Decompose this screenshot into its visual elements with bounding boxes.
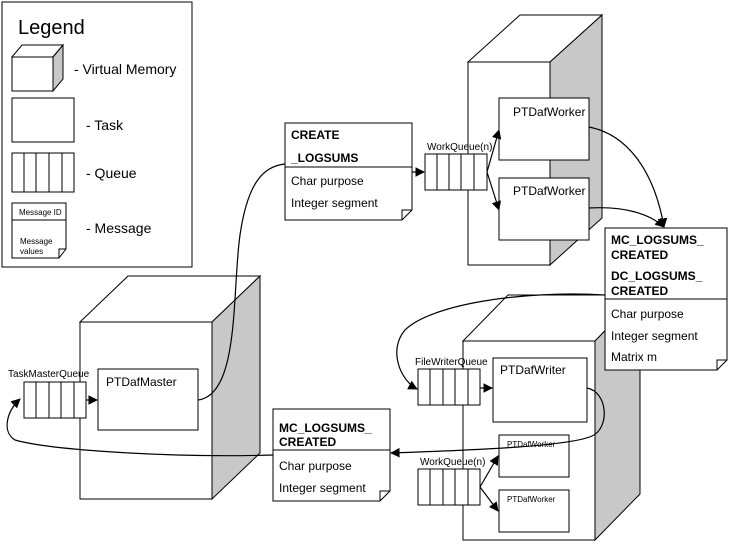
message-created-right-field-2: Integer segment	[611, 329, 698, 343]
arrow-workqueue-to-small-worker-1	[479, 455, 499, 488]
queue-task-master	[23, 381, 87, 419]
message-create-title-2: _LOGSUMS	[290, 151, 358, 165]
message-created-bottom-field-1: Char purpose	[279, 459, 352, 473]
curve-worker-1-to-created	[588, 126, 668, 228]
arrow-workqueue-to-small-worker-2	[479, 486, 499, 512]
queue-work-top	[424, 153, 488, 191]
legend-title: Legend	[18, 17, 85, 39]
task-worker-small-1	[498, 434, 570, 478]
message-create-logsums	[284, 122, 413, 221]
legend-virtual-memory-label: - Virtual Memory	[74, 61, 176, 77]
legend-message-label: - Message	[86, 220, 152, 236]
task-master	[97, 368, 199, 431]
curve-master-to-create-message	[197, 163, 286, 401]
task-master-label: PTDafMaster	[106, 375, 177, 389]
message-created-right-field-1: Char purpose	[611, 307, 684, 321]
legend-message-values-1: Message	[20, 237, 53, 246]
task-worker-top-1	[498, 97, 590, 161]
legend-queue-icon	[11, 152, 75, 193]
task-worker-small-1-label: PTDafWorker	[507, 440, 556, 449]
arrow-workqueue-to-worker-2	[486, 171, 501, 211]
message-create-title-1: CREATE	[291, 128, 339, 142]
message-created-bottom-title-1: MC_LOGSUMS_	[279, 421, 372, 435]
queue-work-bottom	[417, 468, 481, 506]
legend: Legend - Virtual Memory - Task - Queue M…	[1, 1, 193, 268]
message-created-bottom-title-2: CREATED	[279, 435, 336, 449]
message-logsums-created-right	[604, 227, 728, 371]
message-created-right-title-2: CREATED	[611, 248, 668, 262]
task-worker-top-2	[498, 177, 590, 241]
task-writer-label: PTDafWriter	[500, 363, 566, 377]
legend-message-id: Message ID	[19, 208, 62, 217]
curve-created-bottom-to-taskmasterqueue	[6, 398, 274, 457]
task-worker-top-2-label: PTDafWorker	[513, 184, 585, 198]
task-writer	[492, 357, 588, 423]
message-create-field-1: Char purpose	[291, 174, 364, 188]
queue-file-writer	[417, 368, 481, 406]
queue-work-bottom-label: WorkQueue(n)	[420, 457, 485, 468]
legend-queue-label: - Queue	[86, 165, 137, 181]
task-worker-small-2-label: PTDafWorker	[507, 495, 556, 504]
legend-task-label: - Task	[86, 117, 124, 133]
curve-created-to-filewriterqueue	[396, 293, 606, 390]
arrow-workqueue-to-worker-1	[486, 129, 502, 173]
message-logsums-created-bottom	[272, 408, 391, 502]
legend-task-icon	[11, 97, 75, 143]
message-created-right-title-3: DC_LOGSUMS_	[611, 269, 703, 283]
message-created-right-field-3: Matrix m	[611, 350, 657, 364]
queue-file-writer-label: FileWriterQueue	[415, 357, 488, 368]
queue-task-master-label: TaskMasterQueue	[8, 369, 90, 380]
message-created-bottom-field-2: Integer segment	[279, 481, 366, 495]
legend-virtual-memory-icon	[10, 43, 65, 93]
message-created-right-title-4: CREATED	[611, 284, 668, 298]
legend-message-icon	[11, 202, 67, 259]
task-worker-top-1-label: PTDafWorker	[513, 105, 585, 119]
queue-work-top-label: WorkQueue(n)	[427, 142, 492, 153]
legend-message-values-2: values	[20, 247, 43, 256]
task-worker-small-2	[498, 489, 570, 533]
message-created-right-title-1: MC_LOGSUMS_	[611, 233, 704, 247]
curve-writer-to-created-bottom	[390, 387, 605, 458]
curve-worker-2-to-created	[588, 207, 665, 228]
message-create-field-2: Integer segment	[291, 196, 378, 210]
